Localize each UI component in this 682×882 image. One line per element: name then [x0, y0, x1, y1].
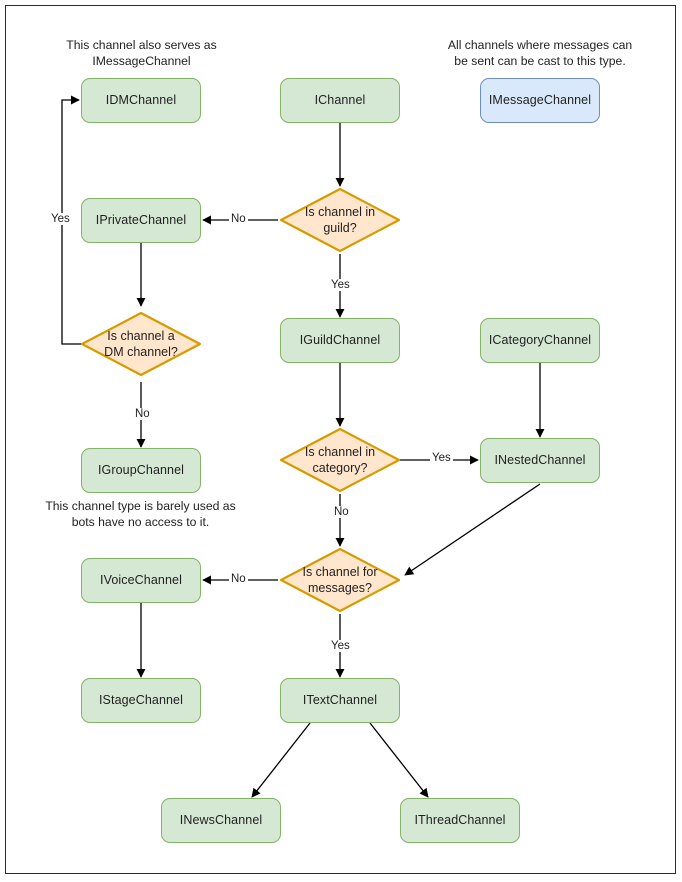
node-imessagechannel[interactable]: IMessageChannel	[480, 78, 600, 123]
node-ivoicechannel[interactable]: IVoiceChannel	[81, 558, 201, 603]
node-idmchannel-label: IDMChannel	[105, 92, 177, 107]
note-group-channel: This channel type is barely used as bots…	[45, 499, 236, 530]
node-itextchannel-label: ITextChannel	[302, 692, 378, 707]
edge-label-dm-no: No	[133, 408, 152, 420]
node-inestedchannel[interactable]: INestedChannel	[480, 438, 600, 483]
edge-label-messages-yes: Yes	[329, 640, 352, 652]
node-ithreadchannel-label: IThreadChannel	[414, 812, 506, 827]
diamond-shape	[279, 187, 401, 253]
node-icategorychannel-label: ICategoryChannel	[488, 332, 592, 347]
node-inewschannel-label: INewsChannel	[179, 812, 263, 827]
node-imessagechannel-label: IMessageChannel	[488, 92, 592, 107]
node-inestedchannel-label: INestedChannel	[494, 452, 586, 467]
edge-inestedchannel-to-messages	[404, 483, 541, 576]
node-iguildchannel[interactable]: IGuildChannel	[280, 318, 400, 363]
diamond-shape	[279, 547, 401, 613]
edge-label-dm-yes: Yes	[49, 213, 72, 225]
decision-is-channel-in-category[interactable]: Is channel in category?	[278, 426, 402, 494]
node-istagechannel[interactable]: IStageChannel	[81, 678, 201, 723]
decision-is-channel-in-guild[interactable]: Is channel in guild?	[278, 186, 402, 254]
node-icategorychannel[interactable]: ICategoryChannel	[480, 318, 600, 363]
decision-is-channel-dm[interactable]: Is channel a DM channel?	[79, 310, 203, 378]
node-ichannel-label: IChannel	[314, 92, 366, 107]
decision-is-channel-for-messages[interactable]: Is channel for messages?	[278, 546, 402, 614]
edge-label-guild-no: No	[229, 213, 248, 225]
edge-label-messages-no: No	[229, 573, 248, 585]
diamond-shape	[80, 311, 202, 377]
node-inewschannel[interactable]: INewsChannel	[161, 798, 281, 843]
note-message-channel: All channels where messages can be sent …	[447, 38, 633, 69]
node-iprivatechannel-label: IPrivateChannel	[95, 212, 187, 227]
edge-itextchannel-to-ithreadchannel	[369, 722, 429, 798]
node-istagechannel-label: IStageChannel	[98, 692, 183, 707]
node-ichannel[interactable]: IChannel	[280, 78, 400, 123]
edge-itextchannel-to-inewschannel	[251, 722, 311, 798]
node-igroupchannel-label: IGroupChannel	[97, 462, 185, 477]
edge-label-category-no: No	[332, 506, 351, 518]
node-ithreadchannel[interactable]: IThreadChannel	[400, 798, 520, 843]
diamond-shape	[279, 427, 401, 493]
node-itextchannel[interactable]: ITextChannel	[280, 678, 400, 723]
node-igroupchannel[interactable]: IGroupChannel	[81, 448, 201, 493]
node-iprivatechannel[interactable]: IPrivateChannel	[81, 198, 201, 243]
edge-label-category-yes: Yes	[430, 452, 453, 464]
edge-label-guild-yes: Yes	[329, 279, 352, 291]
node-iguildchannel-label: IGuildChannel	[299, 332, 381, 347]
note-dm-channel: This channel also serves as IMessageChan…	[66, 38, 217, 69]
node-idmchannel[interactable]: IDMChannel	[81, 78, 201, 123]
node-ivoicechannel-label: IVoiceChannel	[100, 572, 182, 587]
